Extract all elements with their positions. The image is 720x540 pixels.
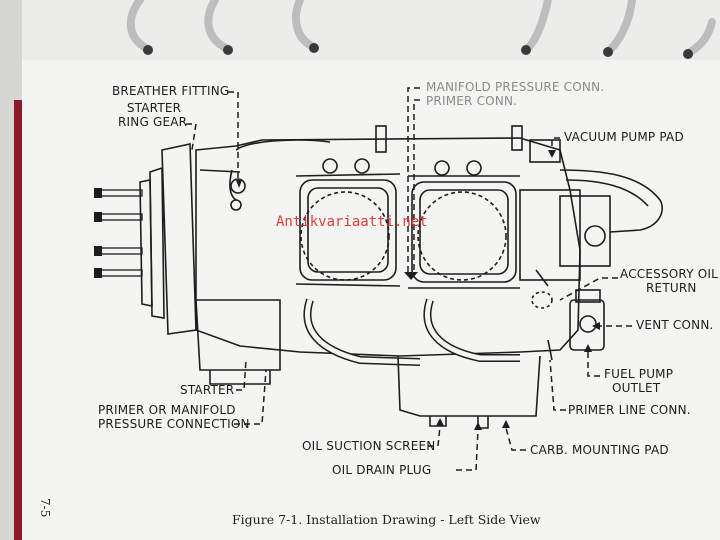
label-accessory-oil-return-line1: ACCESSORY OIL: [620, 267, 719, 281]
label-oil-suction-screen: OIL SUCTION SCREEN: [302, 439, 436, 453]
label-vacuum-pump-pad: VACUUM PUMP PAD: [564, 130, 684, 144]
label-primer-conn: PRIMER CONN.: [426, 94, 518, 108]
page-number: 7-5: [38, 498, 52, 518]
watermark-text: Antikvariaatti.net: [276, 214, 428, 230]
label-carb-mounting-pad: CARB. MOUNTING PAD: [530, 443, 669, 457]
binder-rings: [127, 0, 716, 56]
label-vent-conn: VENT CONN.: [636, 318, 714, 332]
label-fuel-pump-outlet-line2: OUTLET: [612, 381, 661, 395]
label-primer-or-manifold-line2: PRESSURE CONNECTION: [98, 417, 250, 431]
label-fuel-pump-outlet-line1: FUEL PUMP: [604, 367, 674, 381]
label-starter-ring-gear-line1: STARTER: [126, 101, 182, 115]
label-primer-line-conn: PRIMER LINE CONN.: [568, 403, 691, 417]
label-breather-fitting: BREATHER FITTING: [112, 84, 230, 98]
label-starter: STARTER: [180, 383, 235, 397]
label-accessory-oil-return-line2: RETURN: [646, 281, 697, 295]
label-manifold-pressure-conn: MANIFOLD PRESSURE CONN.: [426, 80, 605, 94]
engine-drawing: [94, 125, 664, 429]
leader-lines: [186, 87, 632, 471]
figure-caption: Figure 7-1. Installation Drawing - Left …: [232, 512, 541, 527]
label-starter-ring-gear-line2: RING GEAR: [118, 115, 188, 129]
label-oil-drain-plug: OIL DRAIN PLUG: [332, 463, 432, 477]
label-primer-or-manifold-line1: PRIMER OR MANIFOLD: [98, 403, 236, 417]
